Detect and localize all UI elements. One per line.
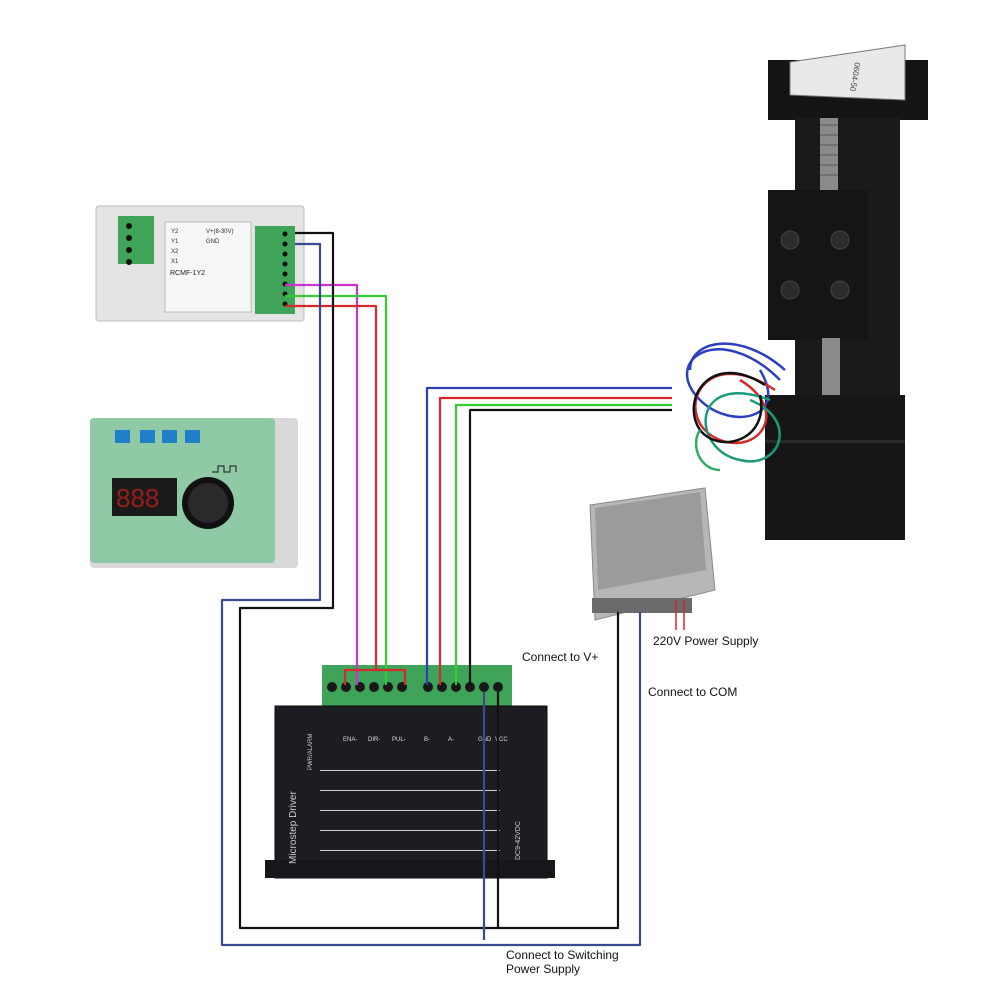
- controller-right-pin-1: V+(8-30V): [206, 229, 234, 235]
- pulse-generator: 888: [90, 418, 298, 568]
- controller-left-terminals: [126, 223, 132, 265]
- controller-left-pin-4: X1: [171, 259, 179, 265]
- controller-model-label: RCMF-1Y2: [170, 270, 205, 277]
- driver-terminal-b-minus: B-: [424, 737, 430, 743]
- wires: [220, 231, 685, 947]
- label-connect-to-vplus: Connect to V+: [522, 650, 599, 664]
- controller-left-pin-1: Y2: [171, 229, 179, 235]
- driver-terminal-screws: [327, 682, 503, 692]
- svg-text:888: 888: [116, 483, 159, 513]
- wire-motor-black: [468, 408, 672, 685]
- controller-module: [95, 205, 305, 322]
- label-connect-to-com: Connect to COM: [648, 685, 738, 699]
- label-power-supply: Power Supply: [506, 962, 581, 976]
- wire-controller-navy: [220, 242, 642, 947]
- wire-motor-red: [438, 396, 672, 685]
- wire-magenta: [285, 283, 359, 685]
- switching-power-supply: [589, 487, 716, 621]
- wire-controller-black: [238, 231, 620, 930]
- wire-motor-blue: [425, 386, 672, 685]
- wire-green-signal: [285, 294, 388, 685]
- controller-left-pin-3: X2: [171, 249, 179, 255]
- driver-terminal-pul-minus: PUL-: [392, 737, 406, 743]
- controller-left-pin-2: Y1: [171, 239, 179, 245]
- driver-terminal-dir-minus: DIR-: [368, 737, 380, 743]
- controller-right-pin-2: GND: [206, 239, 220, 245]
- driver-title: Microstep Driver: [288, 791, 299, 864]
- wire-red-jumper: [343, 668, 376, 685]
- driver-terminal-vcc: VCC: [495, 737, 508, 743]
- linear-actuator: [765, 44, 928, 540]
- driver-dip-table: [320, 770, 500, 851]
- driver-terminal-ena-minus: ENA-: [343, 737, 357, 743]
- motor-cable-bundle: [685, 342, 786, 472]
- label-connect-to-switching: Connect to Switching: [506, 948, 619, 962]
- driver-power-rating: DC9-42VDC: [515, 821, 522, 860]
- label-220v-power-supply: 220V Power Supply: [653, 634, 759, 648]
- driver-side-label-pwr: PWR/ALARM: [308, 734, 314, 770]
- driver-terminal-a-minus: A-: [448, 737, 454, 743]
- wire-motor-green: [454, 403, 672, 685]
- microstep-driver: [265, 665, 555, 879]
